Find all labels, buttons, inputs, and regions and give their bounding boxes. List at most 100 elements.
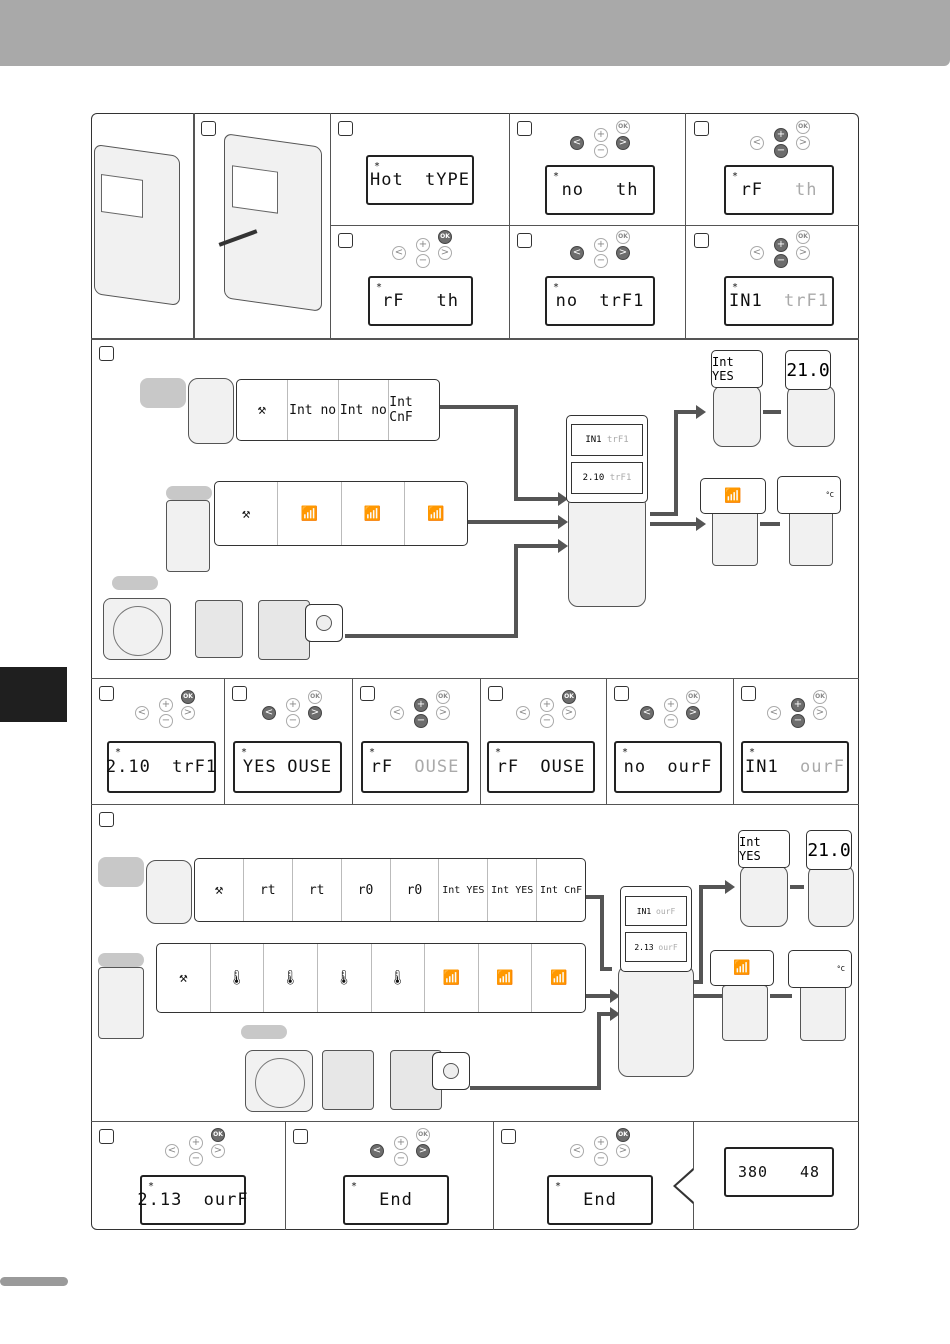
ok-button[interactable]: OK [562,690,576,704]
ok-button[interactable]: OK [813,690,827,704]
antenna-icon: 📶 [724,488,742,504]
right-button[interactable]: > [181,706,195,720]
ok-button[interactable]: OK [616,120,630,134]
right-button[interactable]: > [308,706,322,720]
minus-button[interactable]: − [774,144,788,158]
plus-button[interactable]: + [286,698,300,712]
hammer-wrench-icon: ⚒ [179,970,188,986]
menu-strip-sensors: ⚒ 🌡 🌡 🌡 🌡 📶 📶 📶 [156,943,586,1013]
plus-button[interactable]: + [774,128,788,142]
antenna-icon: 📶 [427,505,445,522]
plus-button[interactable]: + [594,128,608,142]
thermometer-icon: 🌡 [281,970,300,986]
temperature-bubble: 21.0 [785,350,831,390]
plus-button[interactable]: + [159,698,173,712]
left-button[interactable]: < [570,1144,584,1158]
plus-button[interactable]: + [594,238,608,252]
lcd-display: *no trF1 [545,276,655,326]
digital-thermostat [166,500,210,572]
right-button[interactable]: > [438,246,452,260]
left-button[interactable]: < [570,136,584,150]
ok-button[interactable]: OK [616,1128,630,1142]
lcd-display: *YES OUSE [233,741,342,793]
right-button[interactable]: > [686,706,700,720]
ok-button[interactable]: OK [686,690,700,704]
right-button[interactable]: > [796,246,810,260]
ok-button[interactable]: OK [796,230,810,244]
left-button[interactable]: < [640,706,654,720]
antenna-icon: 📶 [363,505,382,522]
left-button[interactable]: < [370,1144,384,1158]
ok-button[interactable]: OK [416,1128,430,1142]
instruction-frame [91,113,859,1230]
ok-button[interactable]: OK [616,230,630,244]
left-button[interactable]: < [516,706,530,720]
right-button[interactable]: > [616,246,630,260]
antenna-icon: 📶 [442,970,461,986]
ok-button[interactable]: OK [308,690,322,704]
temperature-bubble: 21.0 [806,830,852,870]
right-button[interactable]: > [416,1144,430,1158]
left-button[interactable]: < [767,706,781,720]
minus-button[interactable]: − [791,714,805,728]
right-button[interactable]: > [562,706,576,720]
ok-button[interactable]: OK [181,690,195,704]
right-button[interactable]: > [616,136,630,150]
left-button[interactable]: < [750,136,764,150]
plus-button[interactable]: + [416,238,430,252]
plus-button[interactable]: + [540,698,554,712]
right-button[interactable]: > [436,706,450,720]
minus-button[interactable]: − [414,714,428,728]
minus-button[interactable]: − [286,714,300,728]
right-button[interactable]: > [616,1144,630,1158]
plus-button[interactable]: + [664,698,678,712]
right-button[interactable]: > [796,136,810,150]
left-button[interactable]: < [750,246,764,260]
unit-bubble: °C [788,950,852,988]
dial-thermostat [103,598,171,660]
left-button[interactable]: < [570,246,584,260]
thermometer-pair-icon: 🌡 [335,970,354,986]
plus-button[interactable]: + [394,1136,408,1150]
minus-button[interactable]: − [594,1152,608,1166]
ok-button[interactable]: OK [211,1128,225,1142]
left-button[interactable]: < [262,706,276,720]
radio-bubble: 📶 [700,478,766,514]
ok-button[interactable]: OK [436,690,450,704]
display-bubble: IN1 ourF 2.13 ourF [620,886,692,972]
plus-button[interactable]: + [791,698,805,712]
plus-button[interactable]: + [414,698,428,712]
thermometer-icon: 🌡 [228,970,246,986]
button-cluster: OK + < > − [392,230,502,275]
minus-button[interactable]: − [416,254,430,268]
lcd-display: *rF OUSE [487,741,595,793]
minus-button[interactable]: − [159,714,173,728]
minus-button[interactable]: − [594,144,608,158]
plus-button[interactable]: + [594,1136,608,1150]
left-button[interactable]: < [165,1144,179,1158]
antenna-icon: 📶 [496,970,514,986]
minus-button[interactable]: − [774,254,788,268]
ok-button[interactable]: OK [796,120,810,134]
hammer-wrench-icon: ⚒ [241,505,251,522]
minus-button[interactable]: − [664,714,678,728]
minus-button[interactable]: − [540,714,554,728]
plus-button[interactable]: + [189,1136,203,1150]
plus-button[interactable]: + [774,238,788,252]
ok-button[interactable]: OK [438,230,452,244]
right-button[interactable]: > [813,706,827,720]
menu-strip: ⚒ Int no Int no Int CnF [236,379,440,441]
left-button[interactable]: < [390,706,404,720]
lcd-display: *End [547,1175,653,1225]
left-button[interactable]: < [392,246,406,260]
hammer-wrench-icon: ⚒ [257,402,267,418]
lcd-display: *rF th [368,276,473,326]
minus-button[interactable]: − [594,254,608,268]
minus-button[interactable]: − [189,1152,203,1166]
minus-button[interactable]: − [394,1152,408,1166]
lcd-display: *End [343,1175,449,1225]
antenna-icon: 📶 [733,960,751,976]
left-button[interactable]: < [135,706,149,720]
right-button[interactable]: > [211,1144,225,1158]
thermometer-pair-icon: 🌡 [388,970,407,986]
